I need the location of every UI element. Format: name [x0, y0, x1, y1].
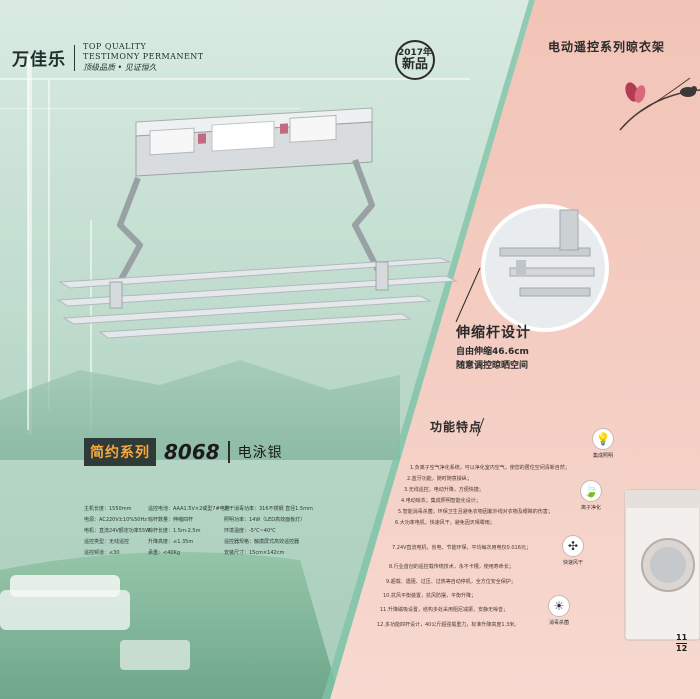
spec-row: 遥控电池：AAA1.5V×2或型7#电池	[148, 506, 230, 512]
window-frame-left	[28, 55, 32, 435]
icon-label: 快速风干	[562, 560, 583, 566]
list-item: 7.24V直流电机，省电、节能环保，平均每次用电仅0.016元；	[392, 545, 531, 551]
list-item: 2.蓝牙功能，随时随意操纵；	[407, 476, 472, 482]
spec-column-1: 主机长度：1550mm 电源：AC220V±10%50Hz 电机：直流24V额定…	[84, 504, 150, 559]
model-series: 简约系列	[84, 438, 156, 466]
spec-column-2: 遥控电池：AAA1.5V×2或型7#电池 晾杆数量：伸缩四杆 晾杆长度：1.5m…	[148, 504, 230, 559]
brand-tagline: TOP QUALITY TESTIMONY PERMANENT 顶级品质 • 见…	[83, 42, 204, 73]
window-frame-mullion	[48, 80, 50, 410]
spec-row: 电机：直流24V额定功率55W	[84, 528, 151, 534]
list-item: 8.行业首创的遥控载传统技术，永不卡槽，使用寿命长；	[389, 564, 514, 570]
callout-line-2: 随意调控晾晒空间	[456, 361, 529, 371]
model-finish: 电泳银	[237, 445, 283, 461]
feature-icon-drying: ✣ 快速风干	[562, 535, 584, 566]
spec-row: 电源：AC220V±10%50Hz	[84, 517, 147, 523]
leaf-icon: 🍃	[580, 480, 602, 502]
badge-year: 2017年	[397, 48, 433, 58]
spec-row: 晾杆长度：1.5m-2.5m	[148, 528, 201, 534]
series-title: 电动遥控系列晾衣架	[548, 40, 666, 54]
list-item: 11.升降磁吸设置，结构多处采用阻尼减振，安静无噪音；	[380, 607, 508, 613]
page-number-bottom: 12	[676, 643, 688, 653]
list-item: 1.负离子空气净化系统，可以净化室内空气，使您的居住空间清新自然；	[410, 465, 570, 471]
icon-label: 消毒杀菌	[548, 620, 569, 626]
page-number: 11 12	[676, 633, 688, 654]
callout-line-1: 自由伸缩46.6cm	[456, 347, 529, 357]
list-item: 4.电动晾衣，集成照明智能化设计；	[401, 498, 481, 504]
fan-icon: ✣	[562, 535, 584, 557]
lamp-icon: 💡	[592, 428, 614, 450]
list-item: 12.多功能四杆设计，40公斤超强载重力，标准升降高度1.3米。	[377, 622, 520, 628]
logo-divider	[74, 44, 75, 71]
feature-icon-lighting: 💡 集成照明	[592, 428, 614, 459]
tagline-line2: TESTIMONY PERMANENT	[83, 52, 204, 61]
spec-row: 遥控类型：无线遥控	[84, 539, 130, 545]
icon-label: 离子净化	[580, 505, 601, 511]
feature-icon-sanitize: ☀ 消毒杀菌	[548, 595, 570, 626]
badge-label: 新品	[401, 57, 428, 72]
feature-icon-ionizer: 🍃 离子净化	[580, 480, 602, 511]
brand-slogan: 顶级品质 • 见证恒久	[83, 63, 157, 72]
callout-title: 伸缩杆设计	[456, 325, 531, 341]
sanitize-icon: ☀	[548, 595, 570, 617]
spec-row: 升降高度：≤1.35m	[148, 539, 194, 545]
model-divider	[227, 441, 230, 463]
list-item: 9.超载、遇阻、过压、过热等自动停机，全方位安全保护；	[386, 579, 516, 585]
spec-row: 承重：<40Kg	[148, 550, 181, 556]
page-number-top: 11	[676, 633, 688, 642]
new-product-badge: 2017年 新品	[395, 40, 435, 80]
spec-row: 主机长度：1550mm	[84, 506, 132, 512]
list-item: 3.无线遥控，电动升降，方便快捷；	[404, 487, 484, 493]
icon-label: 集成照明	[592, 453, 613, 459]
list-item: 6.大功率电机，快速风干，避免因天晴霉雨；	[395, 520, 495, 526]
model-number: 8068	[164, 440, 220, 464]
spec-column-3: 烘干消毒功率：316不锈钢 直径1.5mm 照明功率：14W（LED高效面板灯）…	[224, 504, 313, 559]
model-bar: 简约系列 8068 电泳银	[84, 437, 283, 467]
ceiling-line	[0, 108, 300, 109]
spec-row: 遥控频道：≤30	[84, 550, 120, 556]
window-frame-center	[90, 220, 92, 430]
tagline-line1: TOP QUALITY	[83, 42, 147, 51]
spec-row: 环境温度：-5℃~40℃	[224, 528, 276, 534]
list-item: 10.抗风平衡装置，抗风防摆，平衡升降；	[383, 593, 476, 599]
brand-logo: 万佳乐 TOP QUALITY TESTIMONY PERMANENT 顶级品质…	[12, 42, 204, 73]
list-item: 5.智能消毒杀菌，环保卫生且避免衣物因紫外线对衣物及眼睛的伤害；	[398, 509, 553, 515]
features-title: 功能特点	[430, 420, 483, 434]
window-frame-top	[0, 78, 470, 80]
spec-row: 烘干消毒功率：316不锈钢 直径1.5mm	[224, 506, 313, 512]
spec-row: 照明功率：14W（LED高效面板灯）	[224, 517, 306, 523]
spec-row: 晾杆数量：伸缩四杆	[148, 517, 194, 523]
spec-row: 安装尺寸：15cm×142cm	[224, 550, 285, 556]
spec-row: 遥控器规格：触摸屏式高效遥控器	[224, 539, 300, 545]
brand-name: 万佳乐	[12, 50, 66, 70]
